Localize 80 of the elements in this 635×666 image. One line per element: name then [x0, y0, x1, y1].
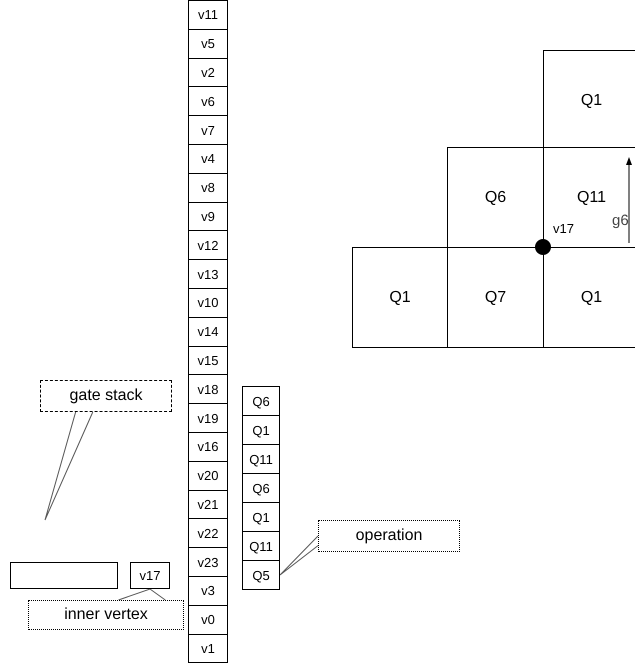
cell-text: v3 — [201, 583, 215, 598]
stack-cell — [188, 346, 228, 376]
cell-text: Q11 — [249, 538, 273, 554]
callout-text: inner vertex — [64, 606, 148, 624]
stack-cell — [188, 58, 228, 88]
stack-cell — [188, 604, 228, 635]
cell-text: v4 — [201, 151, 215, 166]
cell-text: v15 — [198, 352, 218, 368]
stack-cell — [188, 316, 228, 347]
stack-cell — [188, 432, 228, 462]
cell-text: Q7 — [484, 288, 506, 306]
stack-cell — [188, 259, 228, 289]
stack-cell — [188, 172, 228, 203]
cell-text: Q1 — [389, 288, 411, 306]
gate-cell — [242, 473, 280, 503]
callout-text: operation — [356, 527, 422, 545]
callout-text: gate stack — [70, 387, 142, 405]
grid-cell — [447, 147, 544, 248]
callout-box — [28, 600, 184, 630]
cell-text: v0 — [201, 612, 215, 628]
cell-text: Q6 — [484, 188, 506, 206]
cell-text: Q5 — [252, 568, 270, 582]
cell-text: v5 — [201, 36, 215, 52]
gate-cell — [242, 386, 280, 416]
cell-text: v2 — [201, 64, 215, 80]
gate-cell — [242, 502, 280, 532]
stack-cell — [188, 115, 228, 145]
stack-cell — [188, 288, 228, 318]
cell-text: Q11 — [576, 188, 606, 206]
cell-text: v10 — [198, 295, 218, 310]
cell-text: v9 — [201, 208, 215, 224]
cell-text: v18 — [198, 382, 218, 397]
cell-text: Q1 — [580, 92, 602, 110]
cell-text: v7 — [201, 122, 215, 138]
callout-box — [318, 520, 460, 552]
stack-cell — [188, 403, 228, 433]
cell-text: v11 — [198, 7, 218, 22]
cell-text: Q6 — [252, 480, 270, 496]
cell-text: v23 — [198, 554, 218, 570]
callout-box — [40, 380, 172, 412]
stack-cell — [188, 28, 228, 59]
cell-text: Q1 — [580, 288, 602, 306]
cell-text: Q1 — [252, 422, 270, 438]
cell-text: v13 — [198, 266, 218, 282]
stack-cell — [188, 144, 228, 174]
callout-pointer — [280, 536, 318, 576]
stack-cell — [188, 374, 228, 404]
cell-text: v1 — [201, 640, 215, 656]
cell-text: Q11 — [249, 452, 273, 466]
direction-label: g6 — [612, 212, 629, 229]
cell-text: v14 — [198, 324, 218, 340]
cell-text: Q6 — [252, 394, 270, 408]
vertex-label: v17 — [553, 221, 574, 236]
stack-cell — [188, 490, 228, 520]
cell-text: v6 — [201, 94, 215, 109]
cell-text: Q1 — [252, 510, 270, 524]
cell-text: v17 — [140, 568, 160, 583]
cell-text: v12 — [198, 238, 218, 253]
stack-cell — [188, 576, 228, 606]
cell-text: v21 — [198, 496, 218, 512]
empty-box — [10, 562, 118, 589]
gate-cell — [242, 444, 280, 474]
cell-text: v19 — [198, 410, 218, 426]
gate-cell — [242, 415, 280, 445]
stack-cell — [188, 634, 228, 664]
stack-cell — [188, 202, 228, 232]
stack-cell — [188, 547, 228, 577]
cell-text: v16 — [198, 439, 218, 454]
stack-cell — [188, 0, 228, 30]
grid-cell — [352, 247, 448, 348]
stack-cell — [188, 460, 228, 491]
cell-text: v20 — [198, 468, 218, 484]
gate-cell — [242, 531, 280, 561]
cell-text: v8 — [201, 180, 215, 196]
stack-cell — [188, 230, 228, 260]
gate-cell — [242, 560, 280, 590]
stack-cell — [188, 518, 228, 548]
stack-cell — [188, 86, 228, 116]
vertex-box — [130, 562, 170, 589]
cell-text: v22 — [198, 526, 218, 541]
